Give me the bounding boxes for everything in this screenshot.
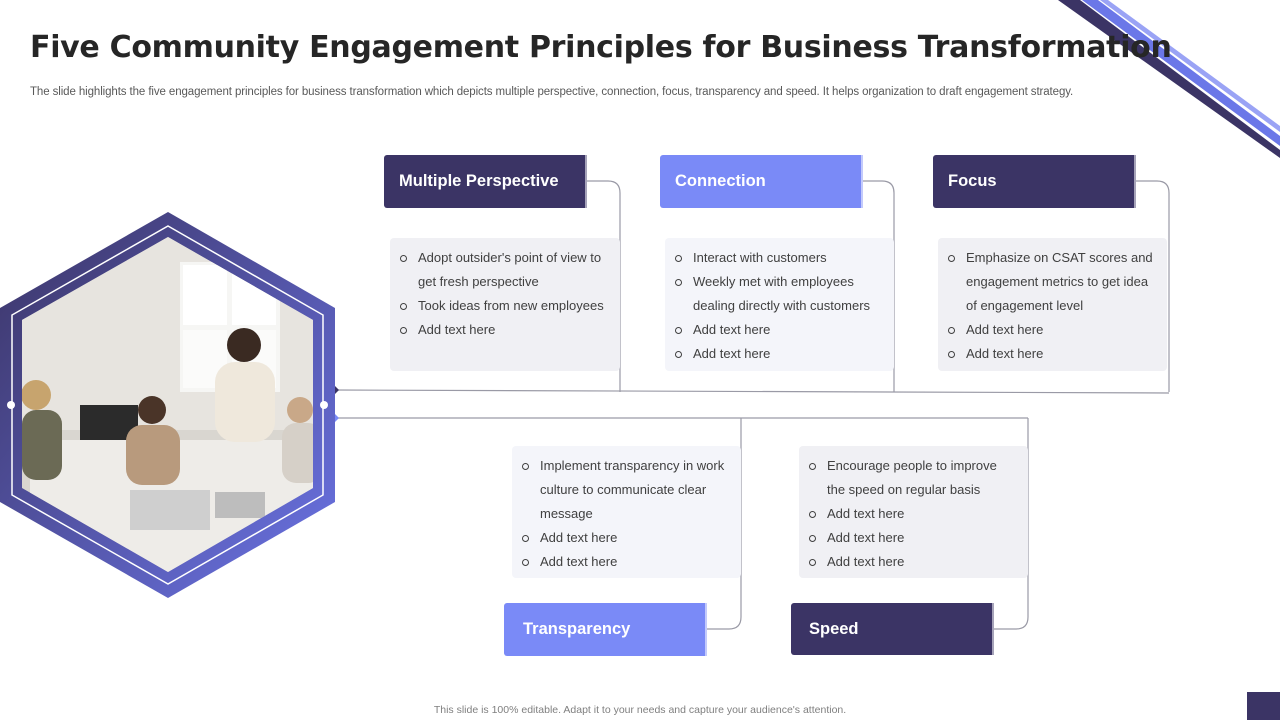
list-item: Add text here xyxy=(675,318,884,342)
slide-subtitle: The slide highlights the five engagement… xyxy=(30,86,1074,98)
list-item: Add text here xyxy=(400,318,610,342)
principle-details-speed: Encourage people to improve the speed on… xyxy=(799,446,1028,578)
principle-header-speed: Speed xyxy=(791,603,994,655)
list-item: Add text here xyxy=(522,526,731,550)
slide-footer: This slide is 100% editable. Adapt it to… xyxy=(433,704,847,716)
principle-details-connection: Interact with customers Weekly met with … xyxy=(665,238,894,371)
principle-header-focus: Focus xyxy=(933,155,1136,208)
principle-title: Connection xyxy=(675,172,766,190)
list-item: Weekly met with employees dealing direct… xyxy=(675,270,884,318)
hexagon-photo-frame xyxy=(0,212,335,598)
principle-details-multiple-perspective: Adopt outsider's point of view to get fr… xyxy=(390,238,620,371)
principle-header-transparency: Transparency xyxy=(504,603,707,656)
list-item: Add text here xyxy=(809,502,1018,526)
corner-stripes xyxy=(1058,0,1280,158)
principle-details-transparency: Implement transparency in work culture t… xyxy=(512,446,741,578)
list-item: Add text here xyxy=(675,342,884,366)
list-item: Add text here xyxy=(948,342,1157,366)
list-item: Add text here xyxy=(809,526,1018,550)
list-item: Emphasize on CSAT scores and engagement … xyxy=(948,246,1157,318)
principle-title: Multiple Perspective xyxy=(399,172,559,190)
list-item: Encourage people to improve the speed on… xyxy=(809,454,1018,502)
principle-title: Focus xyxy=(948,172,997,190)
list-item: Took ideas from new employees xyxy=(400,294,610,318)
corner-accent xyxy=(1247,692,1280,720)
list-item: Add text here xyxy=(809,550,1018,574)
list-item: Interact with customers xyxy=(675,246,884,270)
principle-header-multiple-perspective: Multiple Perspective xyxy=(384,155,587,208)
list-item: Add text here xyxy=(948,318,1157,342)
principle-title: Speed xyxy=(809,619,859,638)
list-item: Adopt outsider's point of view to get fr… xyxy=(400,246,610,294)
list-item: Implement transparency in work culture t… xyxy=(522,454,731,526)
list-item: Add text here xyxy=(522,550,731,574)
principle-details-focus: Emphasize on CSAT scores and engagement … xyxy=(938,238,1167,371)
principle-header-connection: Connection xyxy=(660,155,863,208)
principle-title: Transparency xyxy=(523,620,631,638)
slide-title: Five Community Engagement Principles for… xyxy=(30,30,1172,65)
connector-lines xyxy=(334,180,1170,630)
